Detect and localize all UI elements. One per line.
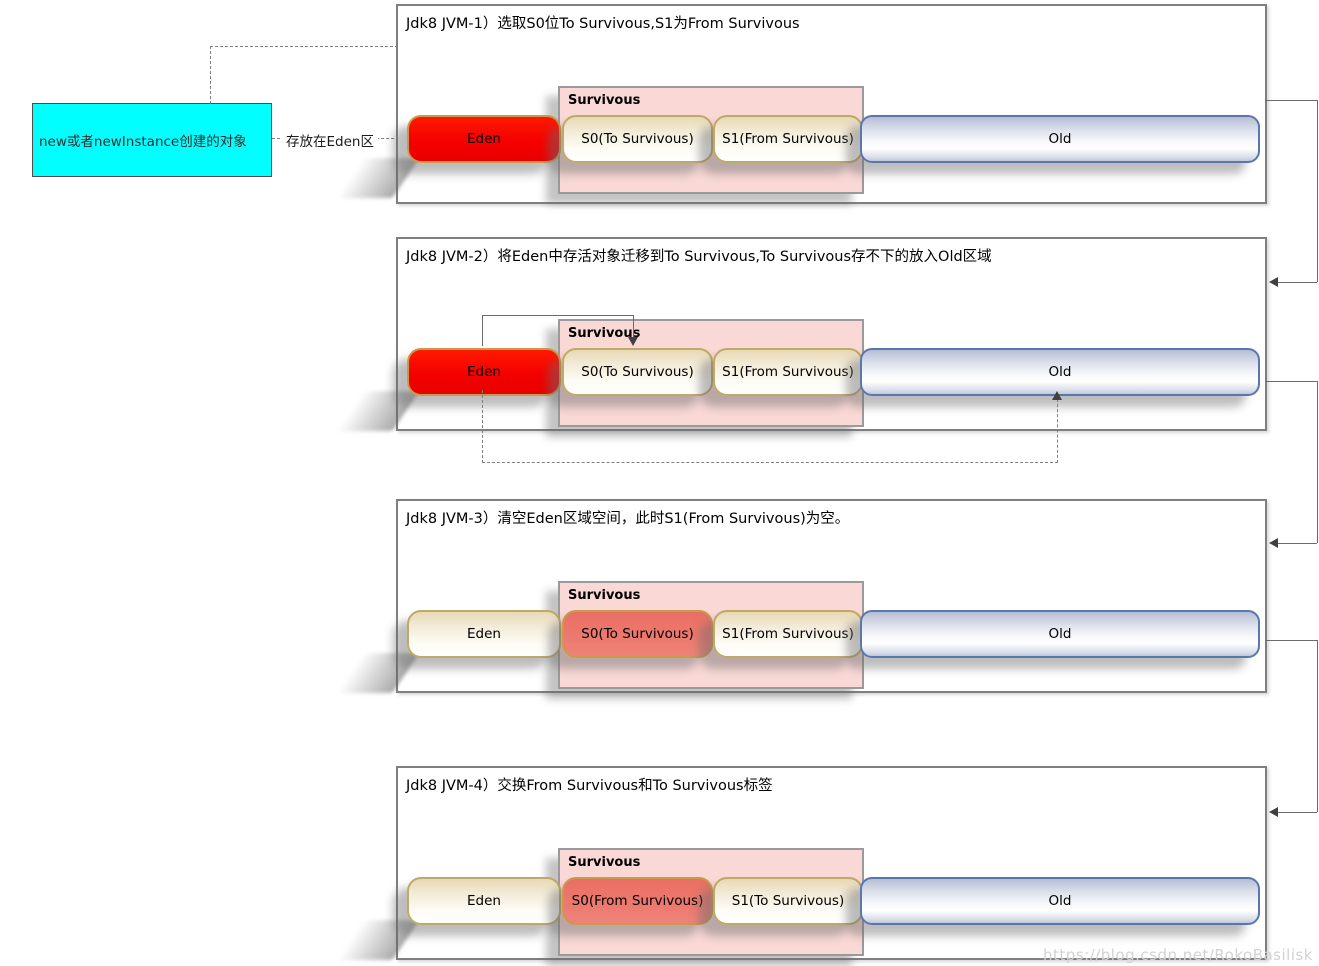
old-region: Old — [860, 115, 1260, 163]
panel-shadow — [326, 391, 420, 431]
panel-shadow — [326, 158, 420, 198]
panel-jvm-step-2: Jdk8 JVM-2）将Eden中存活对象迁移到To Survivous,To … — [326, 237, 1267, 431]
step3-to-step4-arrowhead-icon — [1269, 807, 1278, 817]
panel-3-title: Jdk8 JVM-3）清空Eden区域空间，此时S1(From Survivou… — [406, 511, 850, 527]
step3-to-step4-line-out — [1265, 640, 1317, 641]
eden-to-s0-arrowhead-icon — [628, 337, 638, 346]
eden-to-old-line-up — [1057, 399, 1058, 463]
s1-region: S1(From Survivous) — [713, 610, 863, 658]
s0-region: S0(From Survivous) — [562, 877, 713, 925]
step2-to-step3-arrowhead-icon — [1269, 538, 1278, 548]
eden-to-old-arrowhead-icon — [1052, 391, 1062, 400]
step2-to-step3-line-out — [1265, 381, 1317, 382]
step1-to-step2-line-down — [1317, 100, 1318, 282]
s0-region: S0(To Survivous) — [562, 610, 713, 658]
panel-shadow — [326, 920, 420, 960]
s1-region: S1(From Survivous) — [713, 115, 863, 163]
panel-1-title: Jdk8 JVM-1）选取S0位To Survivous,S1为From Sur… — [406, 16, 800, 32]
new-object-label: new或者newInstance创建的对象 — [39, 134, 247, 150]
panel-jvm-step-4: Jdk8 JVM-4）交换From Survivous和To Survivous… — [326, 766, 1267, 960]
step1-to-step2-line-out — [1265, 100, 1317, 101]
eden-region: Eden — [407, 348, 561, 396]
panel-4-title: Jdk8 JVM-4）交换From Survivous和To Survivous… — [406, 778, 773, 794]
panel-jvm-step-3: Jdk8 JVM-3）清空Eden区域空间，此时S1(From Survivou… — [326, 499, 1267, 693]
panel-shadow — [326, 653, 420, 693]
to-eden-label: 存放在Eden区 — [282, 130, 378, 150]
step1-to-step2-line-in — [1278, 282, 1317, 283]
s0-region: S0(To Survivous) — [562, 348, 713, 396]
s0-region: S0(To Survivous) — [562, 115, 713, 163]
survivous-label: Survivous — [568, 326, 641, 341]
eden-region: Eden — [407, 610, 561, 658]
eden-to-old-line-across — [482, 462, 1058, 463]
eden-region: Eden — [407, 115, 561, 163]
panel-jvm-step-1: Jdk8 JVM-1）选取S0位To Survivous,S1为From Sur… — [326, 4, 1267, 204]
step2-to-step3-line-down — [1317, 381, 1318, 543]
new-object-box: new或者newInstance创建的对象 — [32, 103, 272, 177]
old-region: Old — [860, 348, 1260, 396]
eden-region: Eden — [407, 877, 561, 925]
csdn-watermark: https://blog.csdn.net/RokoBasilisk — [1042, 946, 1313, 964]
survivous-label: Survivous — [568, 93, 641, 108]
eden-to-s0-line-up — [482, 315, 483, 346]
s1-region: S1(To Survivous) — [713, 877, 863, 925]
s1-region: S1(From Survivous) — [713, 348, 863, 396]
old-region: Old — [860, 877, 1260, 925]
step2-to-step3-line-in — [1278, 543, 1317, 544]
eden-to-s0-line-across — [482, 315, 633, 316]
survivous-label: Survivous — [568, 855, 641, 870]
step1-to-step2-arrowhead-icon — [1269, 277, 1278, 287]
step3-to-step4-line-down — [1317, 640, 1318, 812]
panel-2-title: Jdk8 JVM-2）将Eden中存活对象迁移到To Survivous,To … — [406, 249, 992, 265]
pretenure-line-up — [210, 46, 211, 104]
old-region: Old — [860, 610, 1260, 658]
survivous-label: Survivous — [568, 588, 641, 603]
eden-to-old-line-down — [482, 390, 483, 463]
eden-to-s0-line-down — [633, 315, 634, 338]
step3-to-step4-line-in — [1278, 812, 1317, 813]
